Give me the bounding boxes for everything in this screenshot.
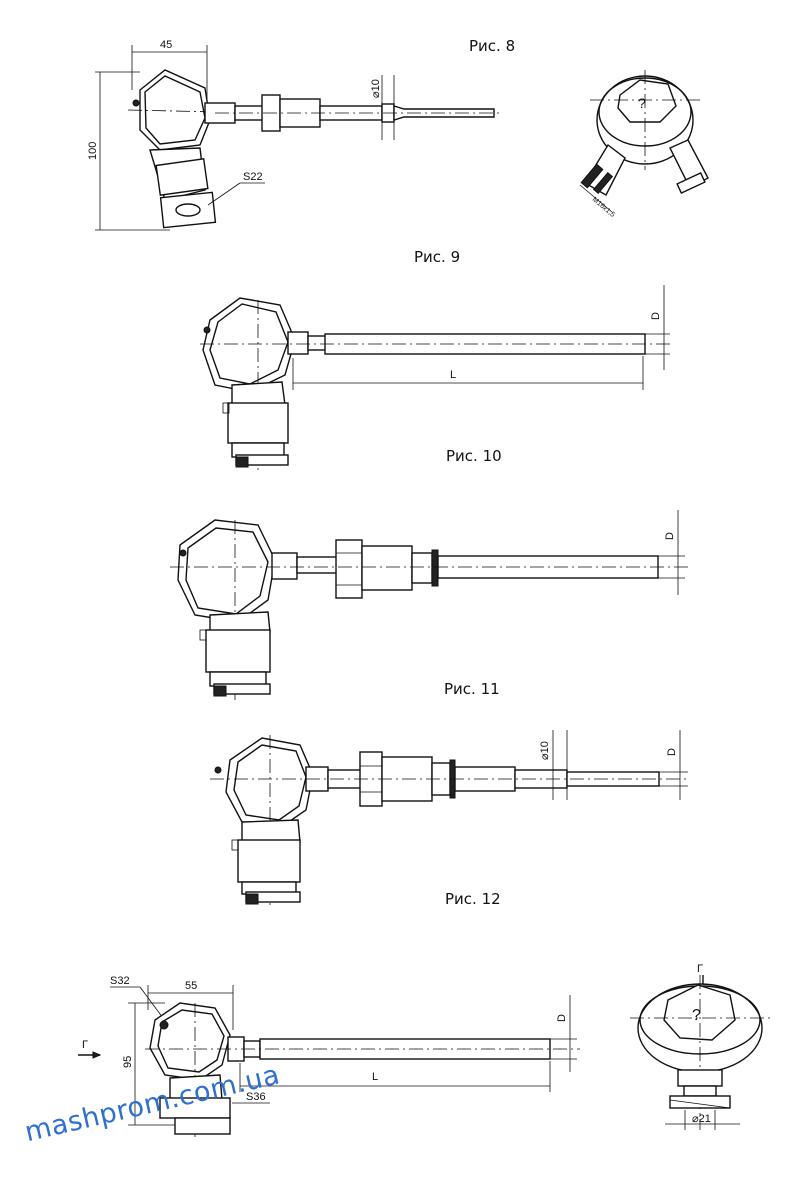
fig12-view-g: Г ? ⌀21 [630,963,770,1130]
fig10-caption: Рис. 10 [446,447,502,465]
fig9-caption: Рис. 9 [414,248,461,266]
fig12-caption: Рис. 12 [445,890,501,908]
fig11-dim-diam: D [666,748,678,756]
fig11-assembly: ⌀10 D [210,730,690,905]
fig10-assembly: D [170,510,690,700]
fig12-dim-height: 95 [122,1056,134,1068]
fig12-dim-length: L [372,1071,378,1083]
fig8-dim-thread: М16х1,5 [591,196,616,219]
fig12-view-mark-left: Г [82,1039,88,1051]
fig8-dim-width: 45 [160,39,172,51]
fig9-dim-length: L [450,369,456,381]
fig12-dim-hex-top: S32 [110,975,130,987]
fig12-dim-diam: D [556,1014,568,1022]
fig12-view-mark-top: Г [697,963,703,975]
fig8-assembly: 45 100 ⌀10 S22 [87,39,500,231]
fig12-assembly: 55 S32 95 Г L D [78,975,580,1140]
fig8-question-mark: ? [638,95,646,111]
fig8-dim-height: 100 [87,142,99,160]
fig12-dim-bottom-diam: ⌀21 [692,1113,711,1125]
fig8-top-view: ? М16х1,5 [579,70,709,219]
fig12-question-mark: ? [692,1007,701,1024]
fig10-dim-diam: D [664,532,676,540]
fig9-assembly: L D [200,285,670,470]
fig8-caption: Рис. 8 [469,37,516,55]
fig8-dim-hex: S22 [243,171,263,183]
fig11-caption: Рис. 11 [444,680,500,698]
fig12-dim-hex-bottom: S36 [246,1091,266,1103]
fig12-dim-width: 55 [185,980,197,992]
fig9-dim-diam: D [650,312,662,320]
fig8-dim-diam: ⌀10 [370,79,382,98]
fig11-dim-diam-pipe: ⌀10 [539,741,551,760]
